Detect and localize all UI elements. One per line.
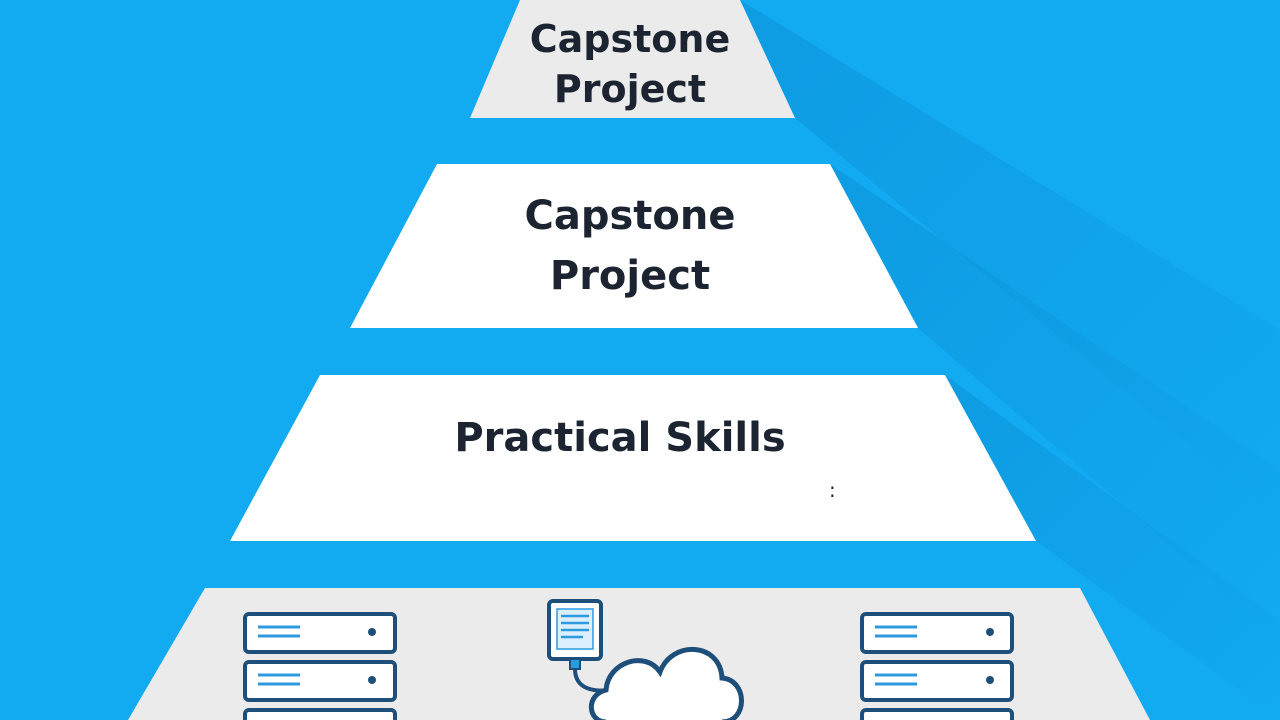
tier-1-label-line-1: Capstone xyxy=(529,17,731,61)
tier-2-label: Capstone Project xyxy=(430,186,830,306)
tablet-cloud-icon xyxy=(547,599,744,720)
server-rack-icon xyxy=(243,612,397,720)
tier-3-label: Practical Skills xyxy=(390,408,850,468)
pyramid-tier-3 xyxy=(230,375,1036,541)
tier-1-label-line-2: Project xyxy=(553,67,707,111)
tier-2-label-line-1: Capstone xyxy=(524,193,736,239)
tier-3-extra-mark: : xyxy=(829,478,836,502)
server-rack-icon xyxy=(860,612,1014,720)
tier-2-shadow xyxy=(830,164,1280,640)
tier-3-shadow xyxy=(945,375,1280,720)
tier-2-label-line-2: Project xyxy=(549,253,711,299)
pyramid-tier-2 xyxy=(350,164,918,328)
tier-1-label: Capstone Project xyxy=(480,14,780,114)
pyramid-tier-1 xyxy=(470,0,795,118)
tier-3-label-line-1: Practical Skills xyxy=(454,415,786,461)
